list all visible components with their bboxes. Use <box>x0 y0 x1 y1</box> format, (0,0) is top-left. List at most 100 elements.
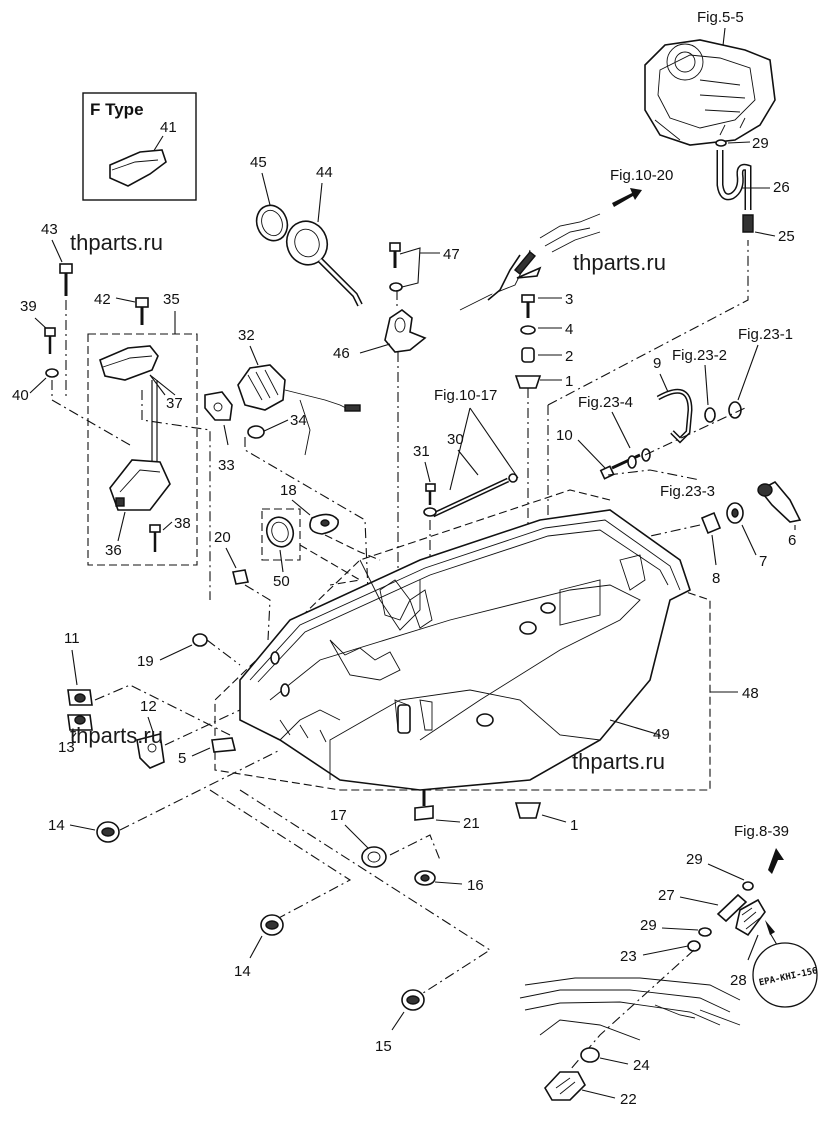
group-35-box: 35 37 36 38 <box>87 291 211 600</box>
fig-23-2-label: Fig.23-2 <box>672 347 727 364</box>
label-1-top: 1 <box>565 373 573 390</box>
fig-5-5-label: Fig.5-5 <box>697 9 744 26</box>
label-30: 30 <box>447 431 464 448</box>
label-45: 45 <box>250 154 267 171</box>
seals-18-50: 18 50 <box>261 482 381 590</box>
label-37: 37 <box>166 395 183 412</box>
label-48: 48 <box>742 685 759 702</box>
bottom-cowl: 48 49 <box>214 489 759 791</box>
label-5: 5 <box>178 750 186 767</box>
watermark-4: thparts.ru <box>572 749 665 774</box>
fig-10-17-label: Fig.10-17 <box>434 387 497 404</box>
label-11: 11 <box>64 630 80 647</box>
arrow-fig-10-20 <box>612 188 642 207</box>
left-screws: 43 39 40 42 <box>12 221 149 446</box>
label-43: 43 <box>41 221 58 238</box>
label-14-left: 14 <box>48 817 65 834</box>
grommet-group: 45 44 <box>250 154 363 307</box>
label-10: 10 <box>556 427 573 444</box>
hose-27 <box>716 893 748 923</box>
label-16: 16 <box>467 877 484 894</box>
label-22: 22 <box>620 1091 637 1108</box>
label-29-upper: 29 <box>686 851 703 868</box>
label-24: 24 <box>633 1057 650 1074</box>
label-8: 8 <box>712 570 720 587</box>
switch-32 <box>237 364 286 411</box>
label-2: 2 <box>565 348 573 365</box>
f-type-title: F Type <box>90 100 144 119</box>
label-40: 40 <box>12 387 29 404</box>
label-13: 13 <box>58 739 75 756</box>
label-1-bottom: 1 <box>570 817 578 834</box>
label-36: 36 <box>105 542 122 559</box>
label-28: 28 <box>730 972 747 989</box>
label-14-bottom: 14 <box>234 963 251 980</box>
clamps-11-13: 11 13 12 5 <box>58 630 241 769</box>
fuel-hose <box>716 150 752 210</box>
bracket-37 <box>99 345 159 381</box>
label-44: 44 <box>316 164 333 181</box>
label-47: 47 <box>443 246 460 263</box>
label-15: 15 <box>375 1038 392 1055</box>
label-25: 25 <box>778 228 795 245</box>
label-26: 26 <box>773 179 790 196</box>
f-type-bracket-part <box>109 149 167 187</box>
f-type-inset: F Type 41 <box>82 92 197 201</box>
label-9: 9 <box>653 355 661 372</box>
fig-10-20-label: Fig.10-20 <box>610 167 673 184</box>
label-41: 41 <box>160 119 177 136</box>
fig-8-39-group: Fig.8-39 29 27 29 28 EPA-KHI-156 23 24 <box>519 823 819 1108</box>
seal-45 <box>255 204 289 242</box>
switch-group: 32 34 33 <box>204 327 371 641</box>
label-3: 3 <box>565 291 573 308</box>
label-6: 6 <box>788 532 796 549</box>
label-50: 50 <box>273 573 290 590</box>
label-12: 12 <box>140 698 157 715</box>
label-39: 39 <box>20 298 37 315</box>
label-46: 46 <box>333 345 350 362</box>
fig-23-1-label: Fig.23-1 <box>738 326 793 343</box>
fuel-line-group: 29 26 25 <box>715 135 795 245</box>
label-38: 38 <box>174 515 191 532</box>
watermark-2: thparts.ru <box>573 250 666 275</box>
fitting-22 <box>544 1071 586 1101</box>
label-20: 20 <box>214 529 231 546</box>
label-33: 33 <box>218 457 235 474</box>
seal-50 <box>265 516 295 548</box>
grommet-44 <box>285 220 329 266</box>
label-17: 17 <box>330 807 347 824</box>
watermark-1: thparts.ru <box>70 230 163 255</box>
label-49: 49 <box>653 726 670 743</box>
engine-sketch: Fig.5-5 <box>644 9 776 146</box>
bracket-46-group: 47 46 <box>333 242 460 590</box>
label-29-top: 29 <box>752 135 769 152</box>
label-35: 35 <box>163 291 180 308</box>
left-small-parts: 20 19 <box>137 529 271 670</box>
fig-23-parts: Fig.23-1 Fig.23-2 Fig.23-4 Fig.23-3 9 10… <box>556 326 802 587</box>
label-31: 31 <box>413 443 430 460</box>
fig-23-3-label: Fig.23-3 <box>660 483 715 500</box>
label-29-lower: 29 <box>640 917 657 934</box>
label-7: 7 <box>759 553 767 570</box>
label-4: 4 <box>565 321 573 338</box>
label-32: 32 <box>238 327 255 344</box>
label-19: 19 <box>137 653 154 670</box>
watermark-3: thparts.ru <box>70 723 163 748</box>
lower-plugs: 14 14 15 17 16 21 1 <box>48 749 578 1055</box>
bracket-33 <box>204 391 233 421</box>
bracket-46 <box>384 309 427 353</box>
fig-23-4-label: Fig.23-4 <box>578 394 633 411</box>
label-18: 18 <box>280 482 297 499</box>
label-42: 42 <box>94 291 111 308</box>
label-21: 21 <box>463 815 480 832</box>
label-23: 23 <box>620 948 637 965</box>
wire-harness <box>459 213 601 311</box>
cable-group: Fig.10-17 30 31 <box>413 387 519 590</box>
fig-8-39-label: Fig.8-39 <box>734 823 789 840</box>
label-27: 27 <box>658 887 675 904</box>
fuel-joint <box>742 214 754 233</box>
epa-stamp <box>752 942 818 1008</box>
label-34: 34 <box>290 412 307 429</box>
bracket-36 <box>109 459 171 511</box>
